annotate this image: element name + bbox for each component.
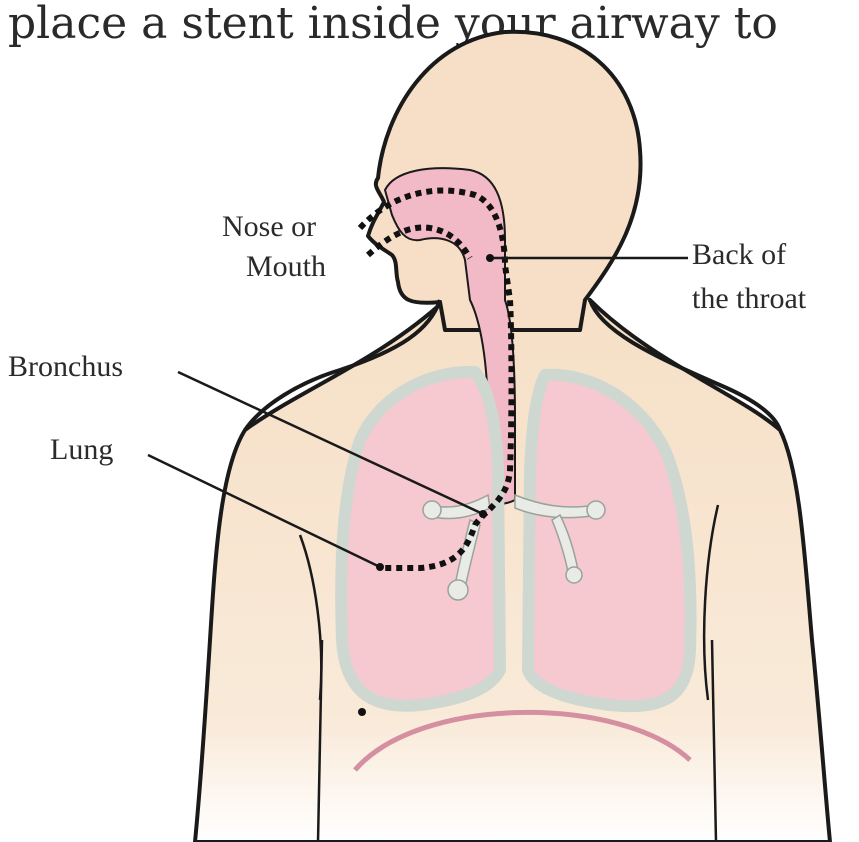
label-bronchus: Bronchus: [8, 350, 123, 383]
label-back-of: Back of: [692, 238, 786, 271]
label-mouth: Mouth: [246, 250, 326, 283]
label-the-throat: the throat: [692, 282, 807, 315]
label-nose: Nose or: [222, 210, 316, 243]
label-lung: Lung: [50, 433, 113, 466]
